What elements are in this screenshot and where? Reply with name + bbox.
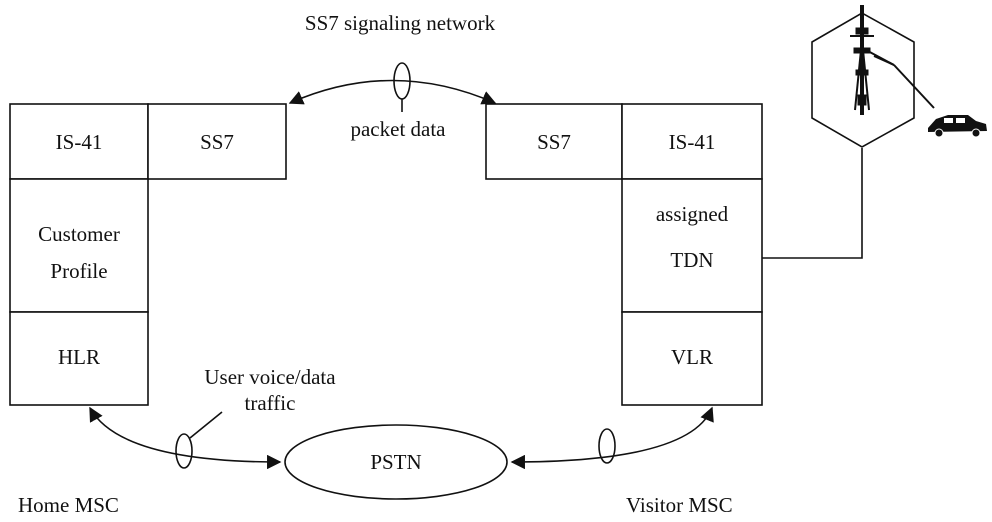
- traffic-label-line2: traffic: [245, 391, 296, 415]
- traffic-label-line1: User voice/data: [204, 365, 336, 389]
- visitor-ss7-box: [485, 103, 623, 180]
- packet-data-label: packet data: [350, 117, 446, 141]
- traffic-leader: [189, 411, 223, 439]
- customer-profile-line2: Profile: [50, 259, 107, 283]
- home-msc-caption: Home MSC: [18, 493, 119, 517]
- ss7-signaling-arrow: [288, 79, 497, 105]
- hlr-box: [9, 311, 149, 406]
- cell-tower-icon: [850, 5, 935, 115]
- home-pstn-traffic-arrow: [89, 406, 282, 470]
- pstn-ellipse: [284, 424, 508, 500]
- visitor-is41-label: IS-41: [669, 130, 716, 154]
- assigned-tdn-box: [621, 178, 763, 313]
- visitor-msc: SS7 IS-41 assigned TDN VLR Visitor MSC: [485, 103, 763, 517]
- pstn-label: PSTN: [370, 450, 421, 474]
- home-ss7-box: [147, 103, 287, 180]
- assigned-tdn-line2: TDN: [670, 248, 713, 272]
- traffic-ellipse-right: [598, 428, 616, 464]
- visitor-pstn-traffic-arrow: [510, 406, 714, 470]
- visitor-msc-caption: Visitor MSC: [626, 493, 733, 517]
- vlr-label: VLR: [671, 345, 713, 369]
- home-is41-box: [9, 103, 149, 180]
- home-msc: IS-41 SS7 Customer Profile HLR Home MSC: [9, 103, 287, 517]
- car-icon: [928, 115, 987, 138]
- customer-profile-line1: Customer: [38, 222, 120, 246]
- home-is41-label: IS-41: [56, 130, 103, 154]
- traffic-ellipse-left: [175, 433, 193, 469]
- ss7-network-title: SS7 signaling network: [305, 11, 496, 35]
- vlr-box: [621, 311, 763, 406]
- home-ss7-label: SS7: [200, 130, 234, 154]
- assigned-tdn-line1: assigned: [656, 202, 729, 226]
- customer-profile-box: [9, 178, 149, 313]
- tdn-cell-link: [762, 148, 863, 259]
- hlr-label: HLR: [58, 345, 100, 369]
- visitor-ss7-label: SS7: [537, 130, 571, 154]
